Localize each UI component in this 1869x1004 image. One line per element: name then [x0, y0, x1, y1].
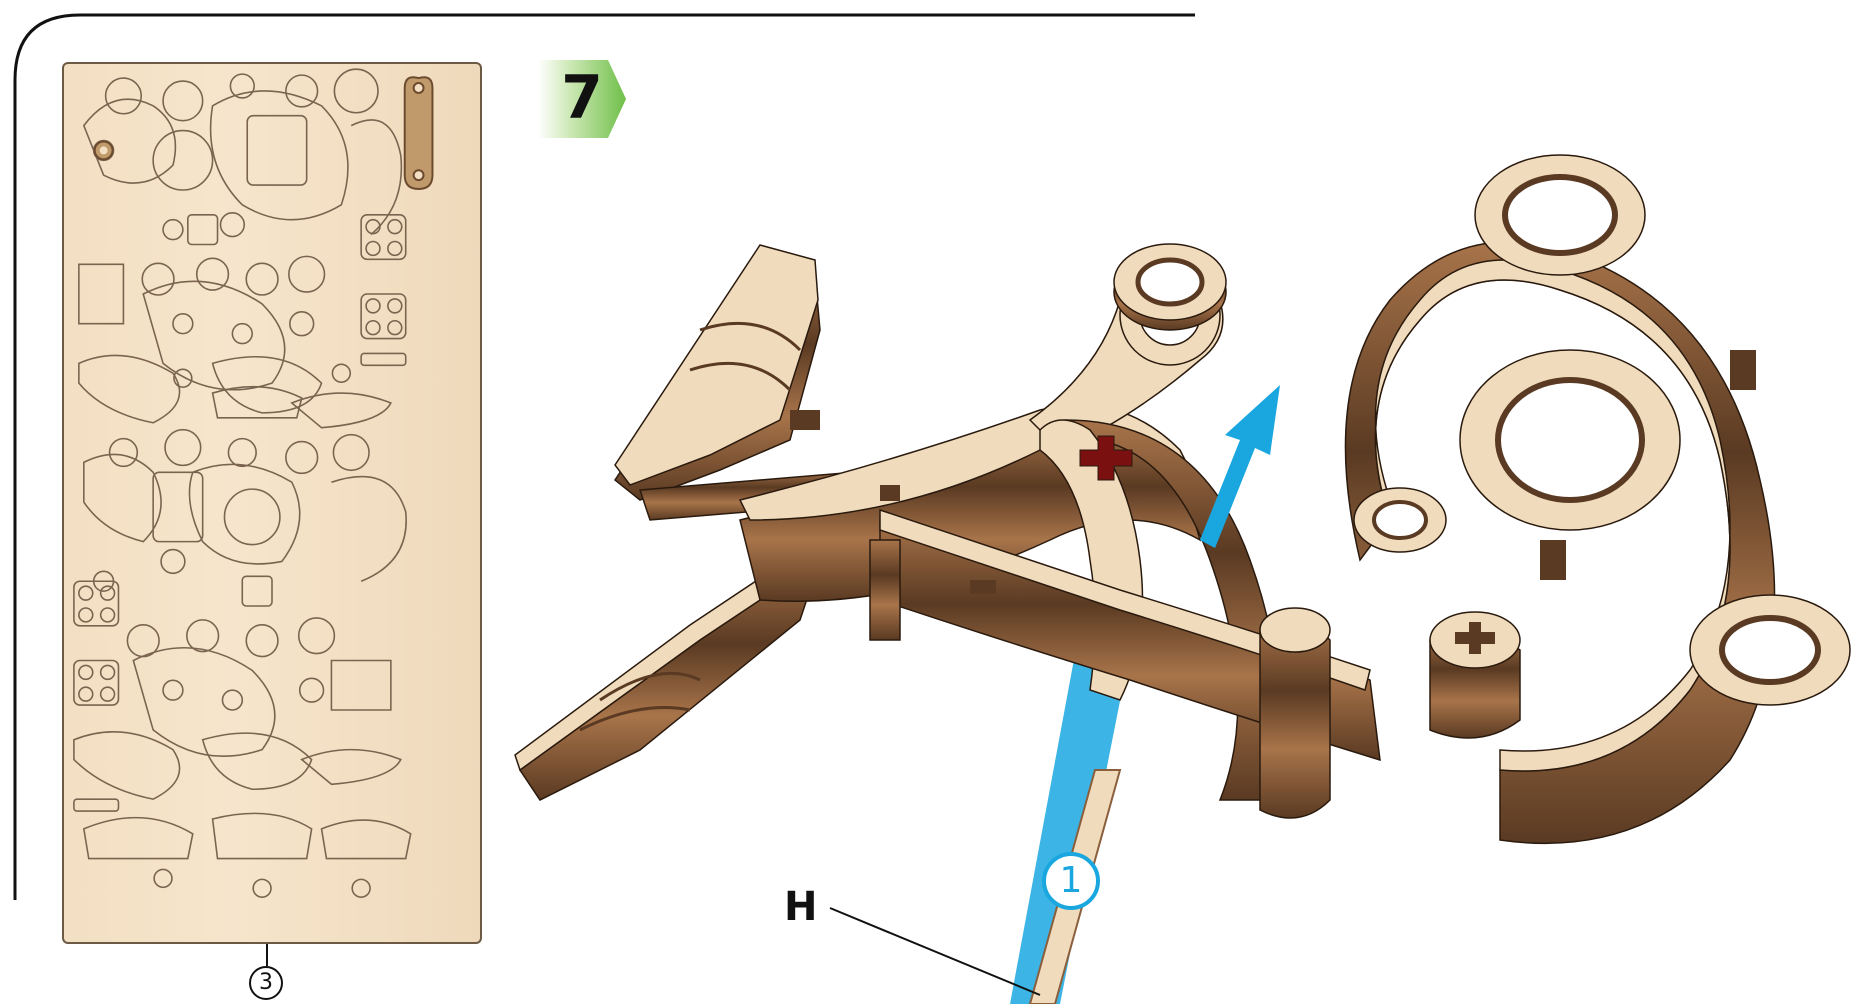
part-label-h: H: [784, 884, 817, 930]
callout-1: 1: [1042, 852, 1100, 910]
